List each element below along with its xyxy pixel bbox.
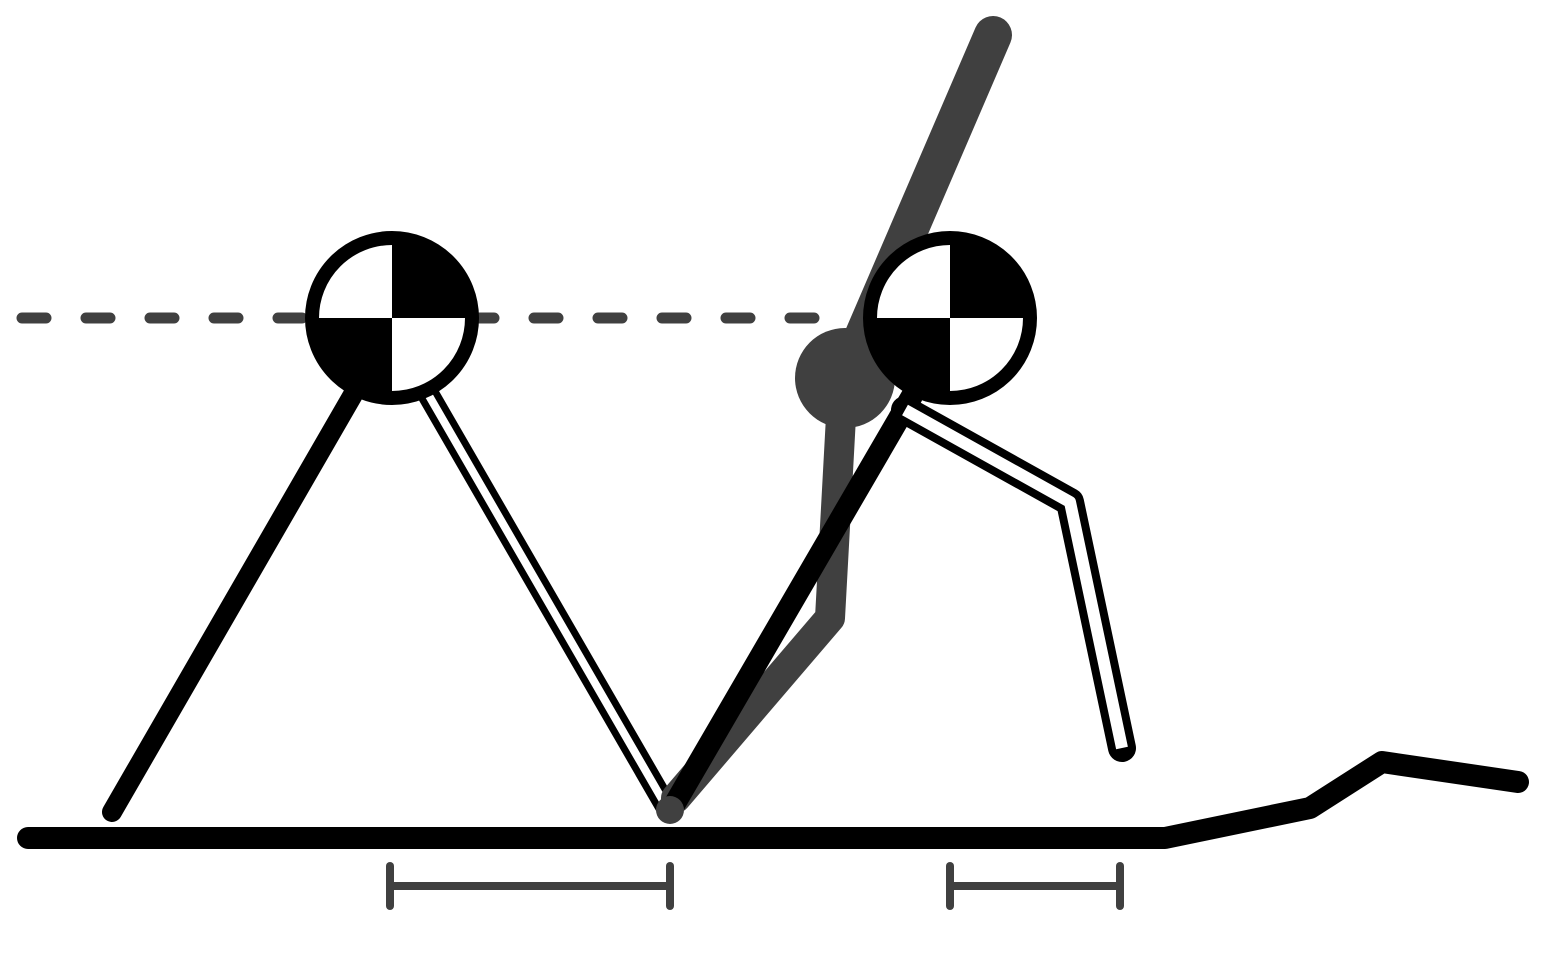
- left-distance-bracket: [386, 862, 674, 910]
- right-center-of-mass-icon: [863, 231, 1037, 405]
- left-figure-swing-leg: [418, 388, 676, 812]
- right-distance-bracket: [946, 862, 1124, 910]
- right-figure-gray-joint: [795, 328, 895, 428]
- right-figure-swing-leg: [891, 396, 1136, 762]
- right-figure-foot-contact: [656, 796, 684, 824]
- ground-line: [17, 751, 1529, 849]
- left-figure-stance-leg: [102, 376, 368, 822]
- left-center-of-mass-icon: [305, 231, 479, 405]
- right-figure-stance-leg: [659, 385, 923, 823]
- right-figure-gray-leg: [661, 365, 858, 813]
